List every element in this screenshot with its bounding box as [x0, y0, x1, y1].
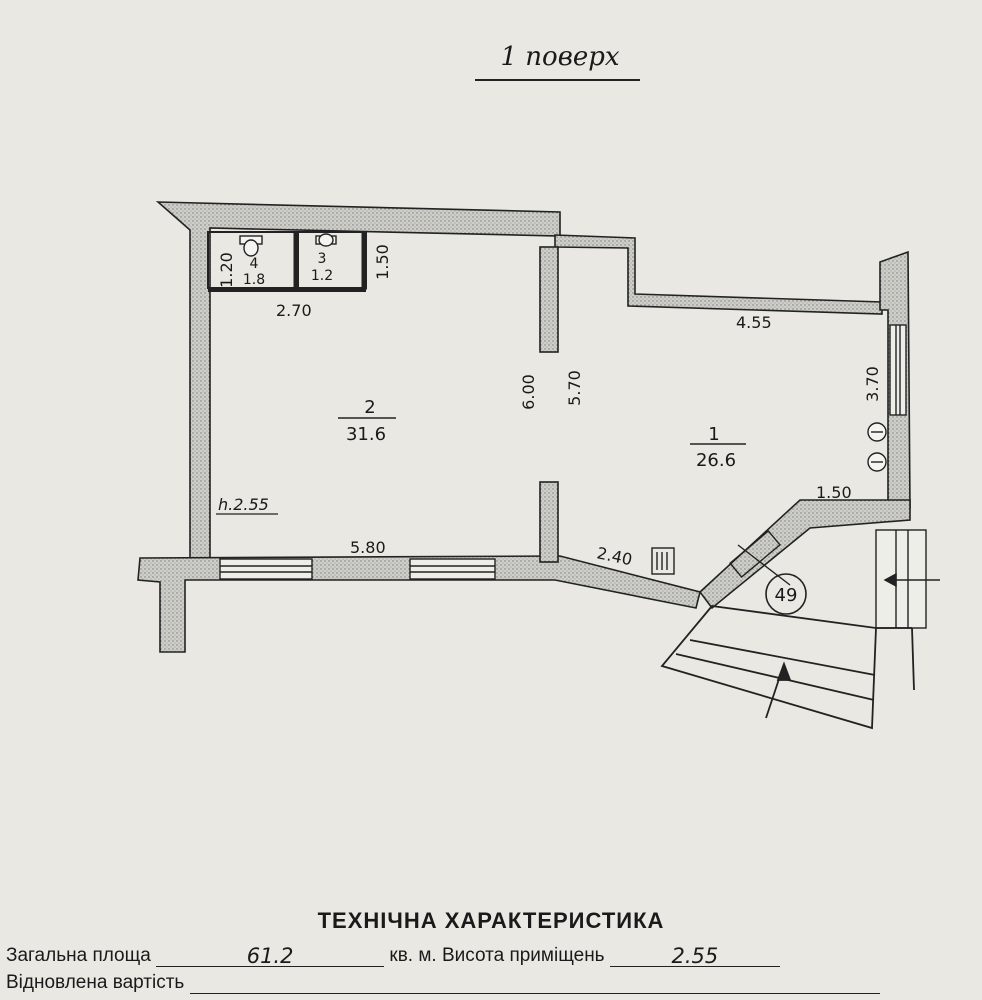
sink-icon	[867, 422, 887, 472]
wall-inner-top	[539, 246, 559, 353]
svg-text:49: 49	[775, 585, 798, 606]
dim-room2-bottom: 5.80	[350, 538, 386, 557]
wall-top-left	[155, 201, 561, 561]
tech-title: ТЕХНІЧНА ХАРАКТЕРИСТИКА	[317, 908, 665, 933]
dim-room1-right: 3.70	[863, 366, 882, 402]
dim-hall-width: 2.70	[276, 301, 312, 320]
total-area-value: 61.2	[156, 944, 385, 968]
dim-ceiling-height: h.2.55	[218, 495, 269, 514]
room-2-number: 2	[364, 397, 375, 418]
units-label: кв. м.	[389, 945, 437, 966]
room-4-number: 4	[250, 256, 259, 272]
total-area-label: Загальна площа	[6, 945, 151, 966]
total-area-row: Загальна площа 61.2 кв. м. Висота приміщ…	[6, 944, 780, 968]
height-label: Висота приміщень	[441, 945, 605, 966]
room-labels: 2 31.6 1 26.6 3 1.2 4 1.8	[243, 251, 746, 471]
room-2-area: 31.6	[346, 424, 386, 445]
dim-wc-height: 1.20	[217, 252, 236, 288]
porch-steps	[660, 605, 915, 730]
height-value: 2.55	[609, 944, 780, 968]
entry-door	[729, 530, 791, 586]
restored-cost-value	[189, 971, 880, 994]
dim-room1-top: 4.55	[736, 313, 772, 332]
room-1-area: 26.6	[696, 450, 736, 471]
wall-bottom	[137, 555, 701, 653]
dim-wall-left: 6.00	[519, 374, 538, 410]
windows	[219, 324, 940, 629]
floor-title: 1 поверх	[500, 42, 620, 72]
toilet-icon	[239, 233, 337, 257]
room-3-area: 1.2	[311, 268, 333, 284]
restored-cost-row: Відновлена вартість	[6, 971, 880, 994]
wall-room1-top	[554, 234, 883, 315]
building-number-badge: 49	[765, 573, 807, 615]
dim-room1-bottom: 2.40	[595, 543, 634, 569]
dimension-labels: 1.20 1.50 2.70 4.55 6.00 5.70 3.70 1.50 …	[216, 244, 882, 569]
restored-cost-label: Відновлена вартість	[6, 972, 185, 993]
room-4-area: 1.8	[243, 272, 265, 288]
dim-room1-notch: 1.50	[816, 483, 852, 502]
radiator-icon	[651, 547, 675, 575]
wall-inner-bottom	[539, 481, 559, 563]
room-1-number: 1	[708, 424, 719, 445]
room-3-number: 3	[318, 251, 327, 267]
dim-wc-width: 1.50	[373, 244, 392, 280]
dim-wall-right: 5.70	[565, 370, 584, 406]
